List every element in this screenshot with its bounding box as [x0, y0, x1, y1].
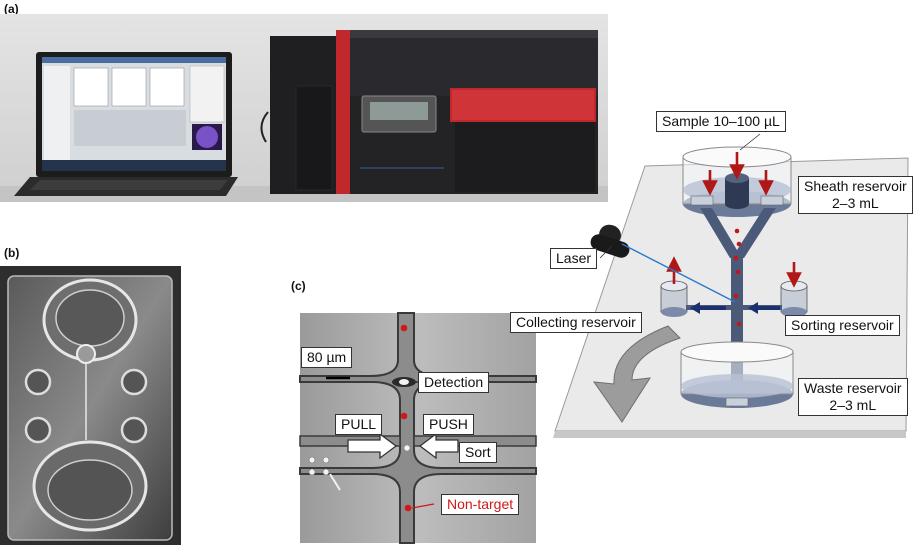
sorting-reservoir-cylinder — [780, 280, 808, 317]
pull-side-arrow — [690, 302, 726, 314]
pull-arrow — [347, 432, 398, 460]
chip-photo — [0, 266, 181, 545]
laser-device — [590, 224, 736, 303]
cell-dot — [400, 324, 408, 332]
sorting-reservoir-label: Sorting reservoir — [785, 315, 900, 336]
laser-label: Laser — [550, 248, 598, 269]
sheath-reservoir-label-line1: Sheath reservoir — [804, 178, 907, 194]
panel-label-b: (b) — [4, 246, 20, 260]
pull-label: PULL — [335, 414, 383, 435]
sample-volume-label: Sample 10–100 µL — [656, 111, 786, 132]
panel-label-c: (c) — [291, 279, 306, 293]
cell-dot — [404, 504, 412, 512]
sort-label: Sort — [459, 442, 497, 463]
waste-reservoir-label-line2: 2–3 mL — [829, 397, 877, 413]
non-target-label: Non-target — [441, 494, 520, 515]
sheath-reservoir-label-line2: 2–3 mL — [832, 195, 879, 211]
waste-reservoir-label: Waste reservoir 2–3 mL — [798, 378, 908, 416]
laser-beam — [621, 243, 736, 303]
push-side-arrow — [748, 302, 780, 314]
collecting-reservoir-label: Collecting reservoir — [510, 312, 642, 333]
instrument-photo — [0, 14, 608, 202]
waste-reservoir-label-line1: Waste reservoir — [804, 380, 902, 396]
collecting-reservoir-cylinder — [660, 280, 688, 317]
sheath-reservoir-label: Sheath reservoir 2–3 mL — [798, 176, 913, 214]
waste-reservoir — [680, 341, 794, 408]
panel-label-a: (a) — [4, 2, 19, 16]
scale-bar-label: 80 µm — [301, 347, 353, 368]
sample-tube — [725, 173, 749, 209]
cell-dot — [400, 412, 408, 420]
sorter-instrument-image — [260, 30, 598, 194]
chip-schematic — [553, 133, 909, 438]
push-label: PUSH — [423, 414, 474, 435]
laptop-image — [14, 52, 238, 196]
output-curved-arrow — [592, 325, 681, 423]
push-arrow — [418, 432, 459, 460]
detection-label: Detection — [418, 372, 490, 393]
